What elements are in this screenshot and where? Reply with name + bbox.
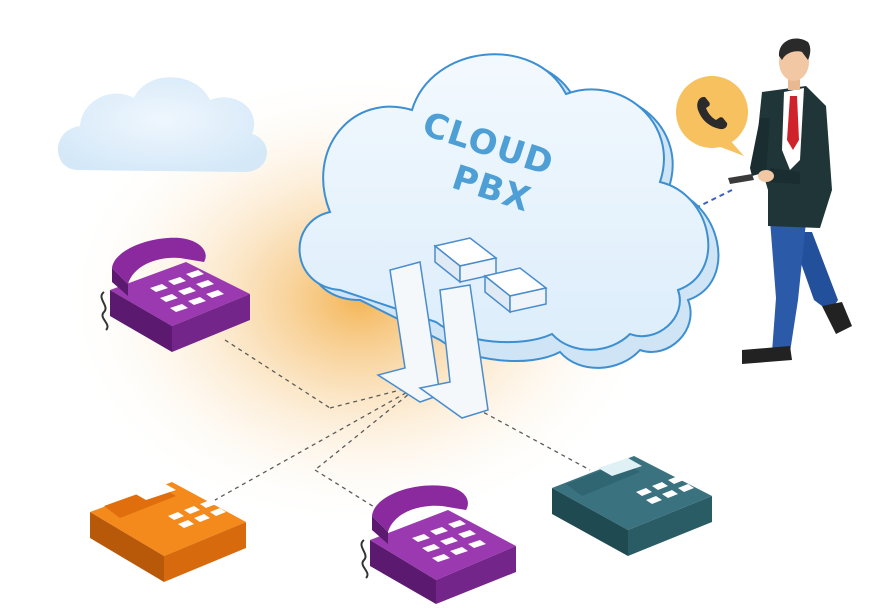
cable-connectors	[376, 237, 548, 419]
desk-phone-teal	[552, 456, 712, 556]
phone-handset-icon	[697, 97, 728, 130]
cloud-pbx: CLOUD PBX	[298, 53, 720, 419]
desk-phone-purple-1	[100, 237, 250, 352]
call-bubble	[676, 76, 748, 156]
businessman	[728, 38, 852, 364]
desk-phone-purple-2	[360, 485, 516, 604]
network-lines	[214, 339, 591, 521]
desk-phone-orange	[90, 482, 246, 582]
small-cloud-icon	[58, 77, 267, 172]
